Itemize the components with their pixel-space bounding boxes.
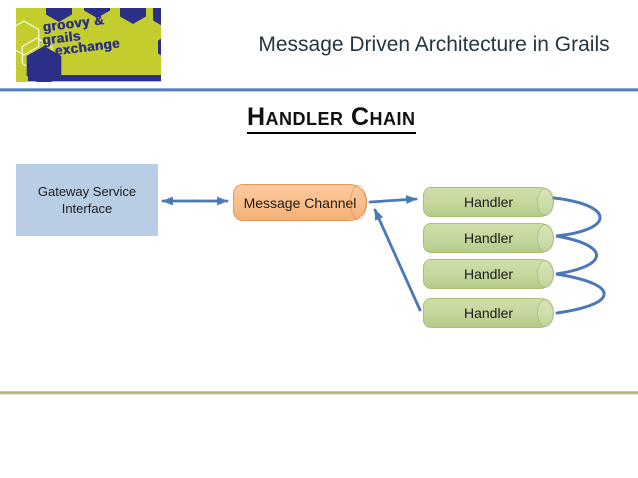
header-divider-line xyxy=(0,88,638,92)
gateway-service-interface-box: Gateway Service Interface xyxy=(16,164,158,236)
message-channel-label: Message Channel xyxy=(243,194,357,211)
handler-box-4: Handler xyxy=(423,298,554,328)
footer-divider-line xyxy=(0,391,638,395)
handler-return-arrow xyxy=(373,208,422,312)
handler-label: Handler xyxy=(463,230,514,246)
handler-label: Handler xyxy=(463,194,514,210)
handler-box-3: Handler xyxy=(423,259,554,289)
handler-chain-connector xyxy=(552,196,606,315)
section-heading: Handler Chain xyxy=(247,103,416,134)
handler-label: Handler xyxy=(463,266,514,282)
groovy-grails-exchange-logo: groovy & grails exchange xyxy=(16,8,161,82)
channel-to-handler-arrow xyxy=(368,195,418,205)
slide-title: Message Driven Architecture in Grails xyxy=(258,33,610,56)
logo-hexagons-graphic xyxy=(16,8,161,82)
message-channel-box: Message Channel xyxy=(233,184,367,221)
handler-box-1: Handler xyxy=(423,187,554,217)
handler-box-2: Handler xyxy=(423,223,554,253)
handler-label: Handler xyxy=(463,305,514,321)
